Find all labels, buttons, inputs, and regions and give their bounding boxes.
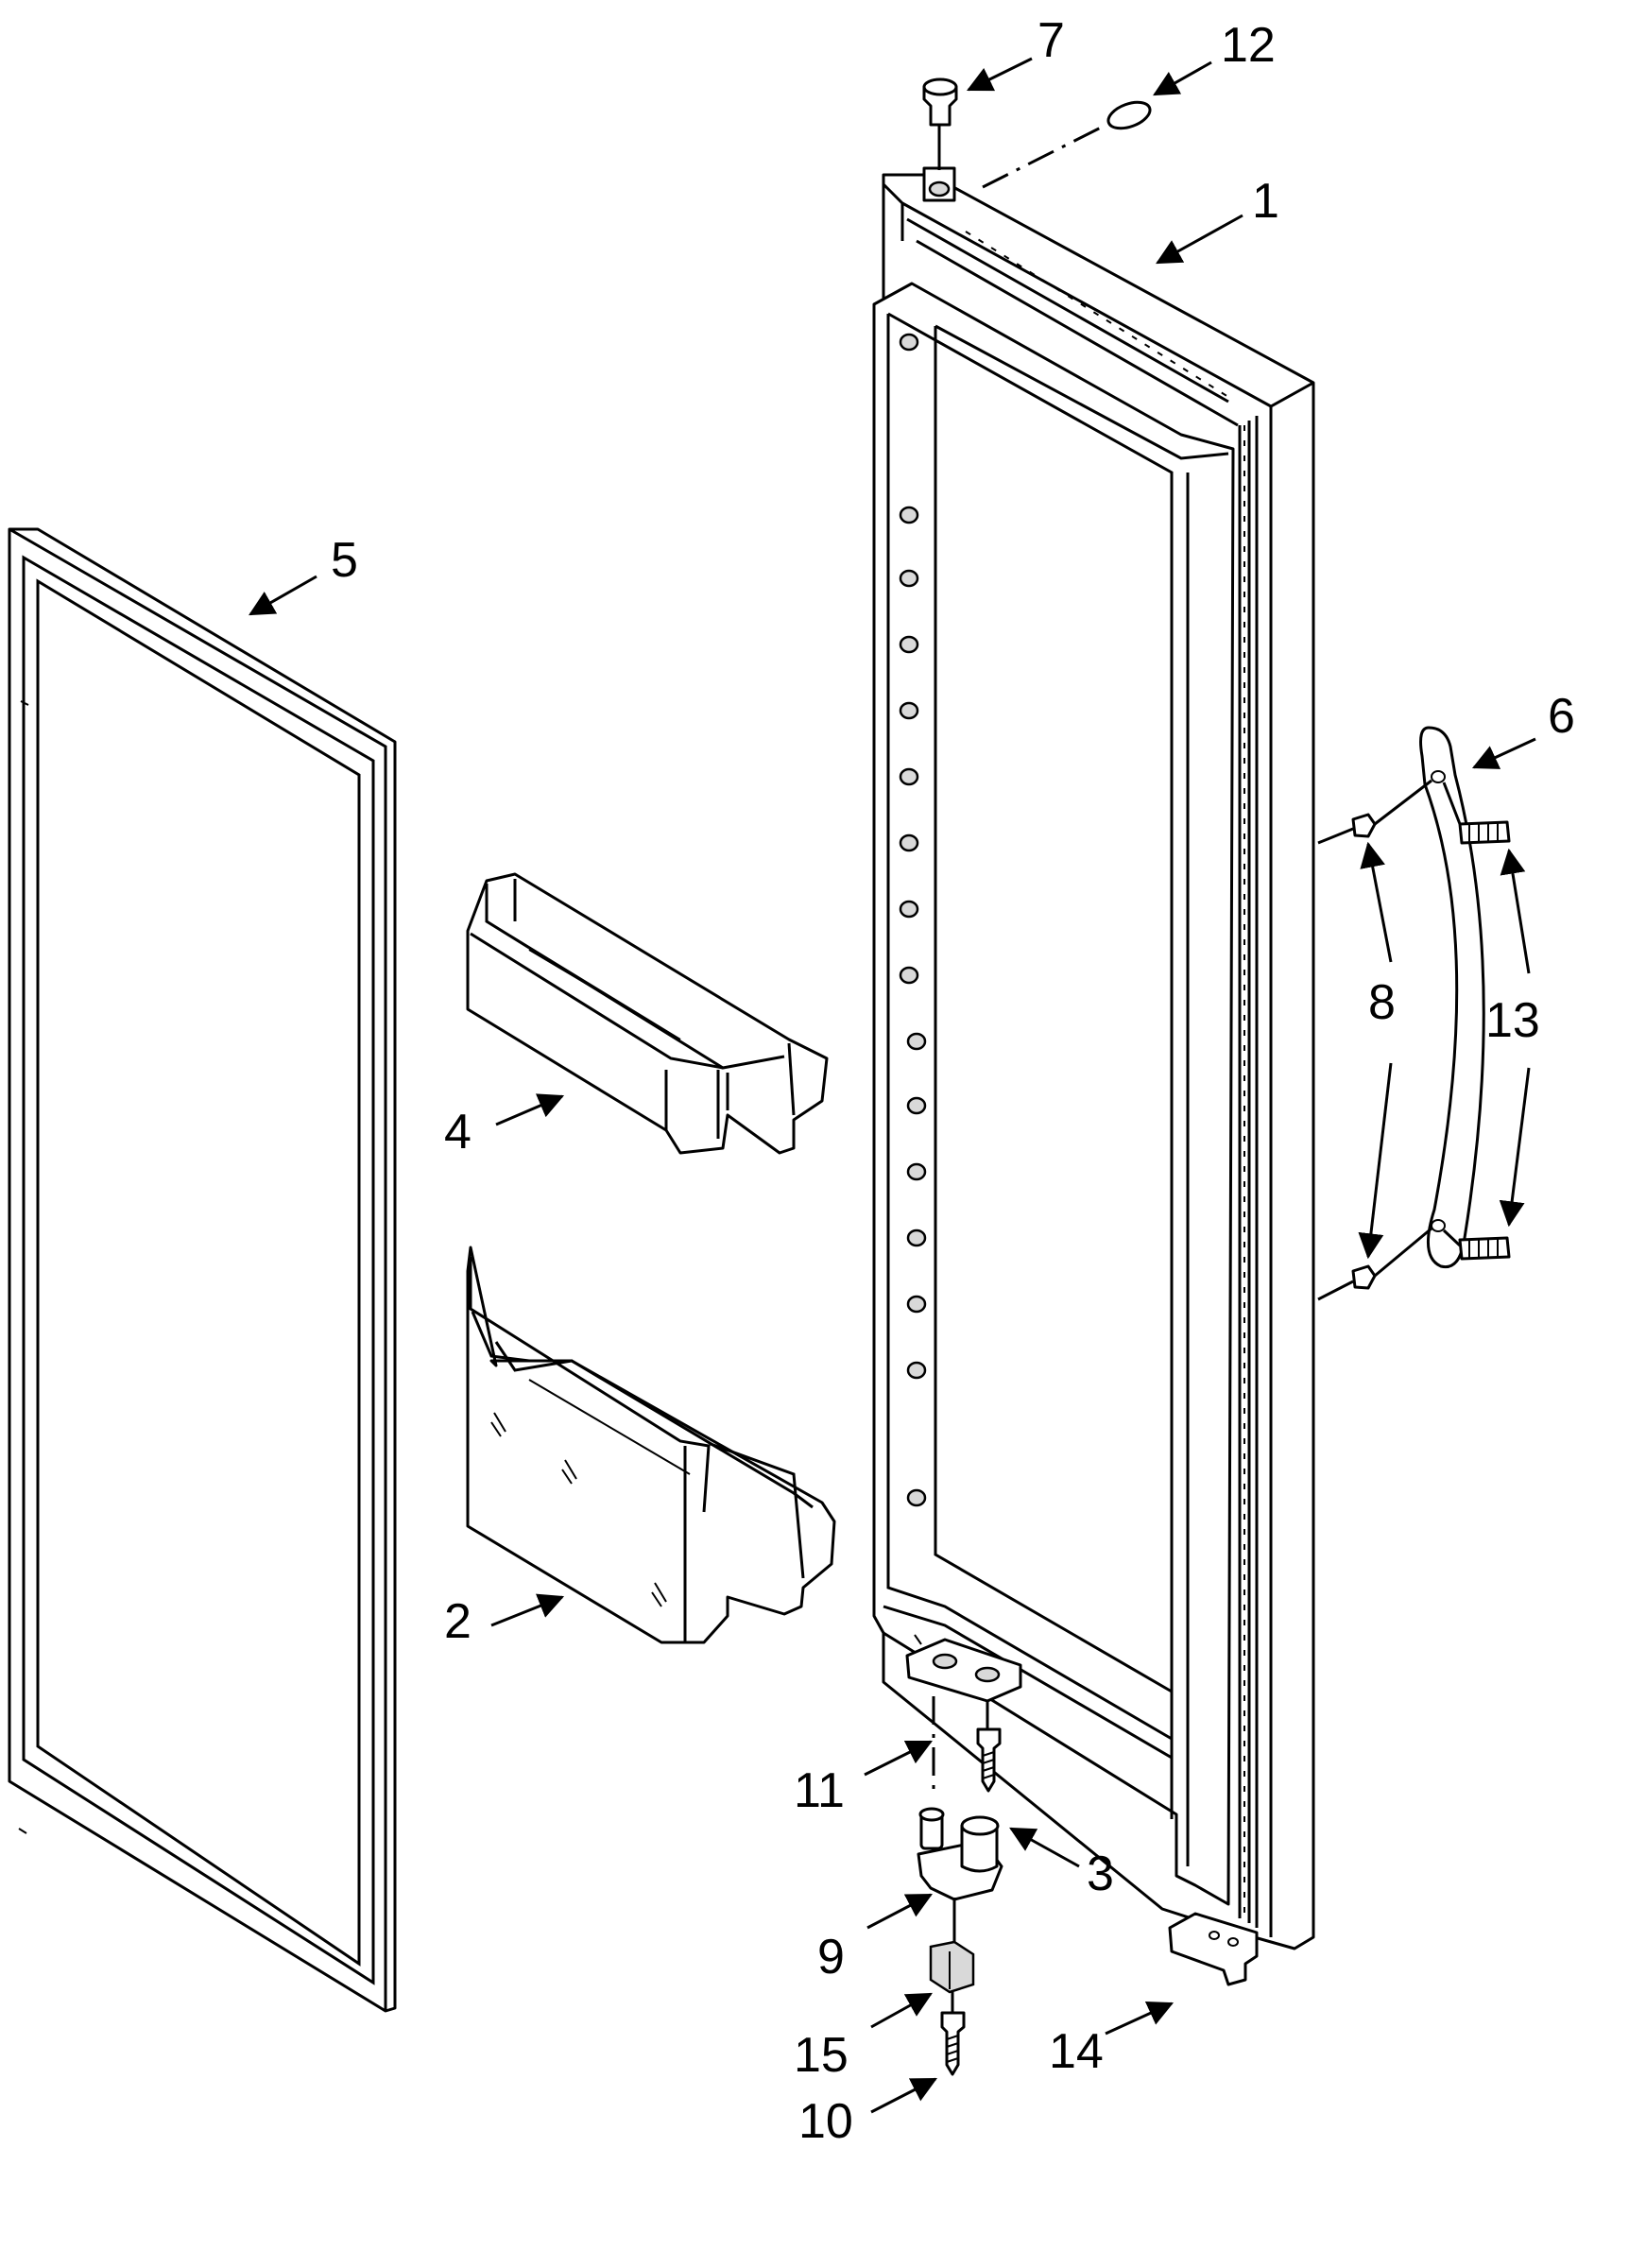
- door-closer-cam-part: [1168, 1912, 1259, 1986]
- callout-12: 12: [1221, 18, 1276, 73]
- handle-set-screws: [1442, 782, 1511, 1261]
- lower-door-bin-part: [466, 1246, 836, 1644]
- door-gasket-part: [8, 527, 397, 2013]
- hinge-spacer-part: [929, 1940, 975, 2013]
- callout-14: 14: [1049, 2024, 1104, 2079]
- hinge-cover-washer-part: [982, 100, 1152, 189]
- callout-2: 2: [444, 1594, 472, 1649]
- callout-11: 11: [794, 1763, 845, 1818]
- callout-15: 15: [794, 2028, 849, 2083]
- bottom-hinge-part: [917, 1807, 1003, 1947]
- callout-1: 1: [1252, 174, 1279, 229]
- upper-door-bin-part: [466, 872, 829, 1155]
- handle-mounting-studs: [1317, 779, 1432, 1301]
- door-handle-part: [1317, 726, 1511, 1301]
- callout-3: 3: [1087, 1847, 1114, 1901]
- callout-13: 13: [1485, 993, 1540, 1048]
- callout-10: 10: [798, 2094, 853, 2149]
- bottom-hinge-screw-part: [940, 2011, 966, 2076]
- hinge-shim-part: [905, 1638, 1022, 1791]
- door-part: [872, 166, 1315, 1950]
- callout-5: 5: [331, 533, 358, 588]
- top-hinge-bushing-part: [922, 77, 958, 170]
- callout-4: 4: [444, 1105, 472, 1160]
- hinge-screw-part: [976, 1701, 1002, 1793]
- callout-6: 6: [1548, 689, 1575, 744]
- callout-9: 9: [817, 1930, 845, 1984]
- callout-8: 8: [1368, 975, 1396, 1030]
- callout-labels: 1 2 3 4 5 6 7 8 9 10 11 12 13 14 15: [331, 13, 1575, 2149]
- callout-arrows: [249, 57, 1536, 2114]
- callout-7: 7: [1037, 13, 1065, 68]
- door-shelf-clips: [899, 333, 927, 1507]
